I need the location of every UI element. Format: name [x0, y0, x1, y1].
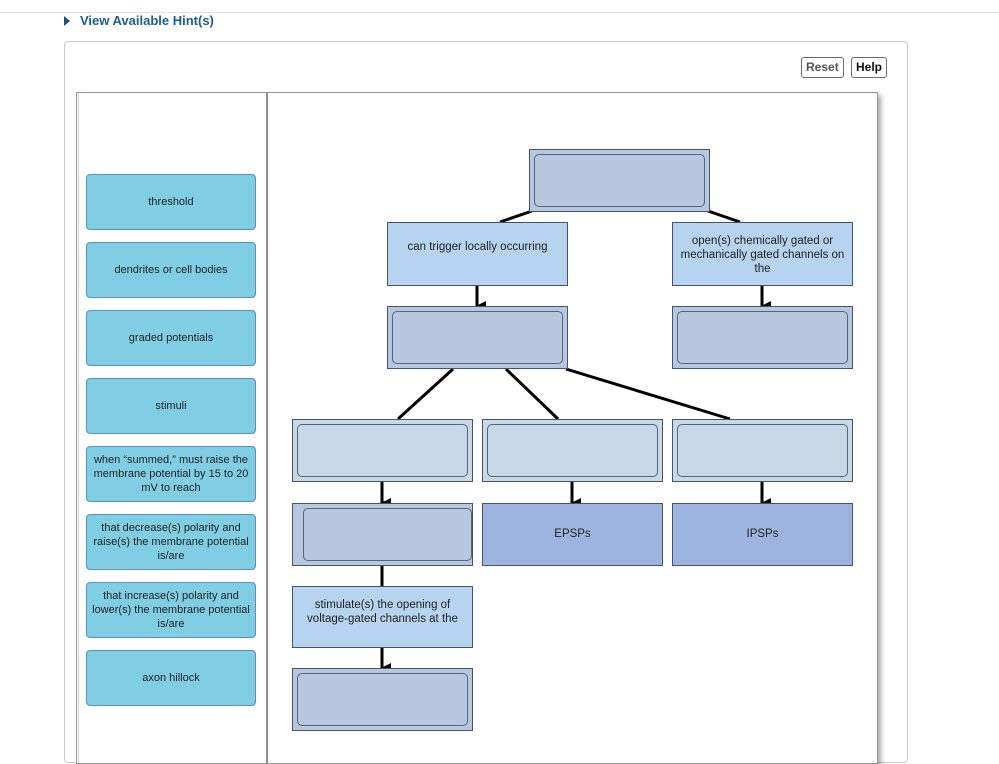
drop-zone-top[interactable] — [529, 149, 710, 212]
label-tile-summed[interactable]: when “summed,” must raise the membrane p… — [86, 446, 256, 502]
reset-button[interactable]: Reset — [801, 57, 844, 78]
label-tile-axon-hillock[interactable]: axon hillock — [86, 650, 256, 706]
view-hints-label: View Available Hint(s) — [80, 13, 214, 28]
drop-target[interactable] — [297, 673, 468, 726]
concept-map-connectors — [380, 209, 771, 673]
drop-zone-right-branch[interactable] — [672, 419, 853, 482]
connector-graded-right — [565, 367, 731, 421]
map-term-ipsps: IPSPs — [672, 503, 853, 566]
drop-zone-axon-hillock[interactable] — [292, 668, 473, 731]
map-label-can-trigger: can trigger locally occurring — [387, 222, 568, 286]
connector-top-left — [499, 209, 533, 224]
label-tile-dendrites[interactable]: dendrites or cell bodies — [86, 242, 256, 298]
drop-target[interactable] — [677, 424, 848, 477]
label-tile-threshold[interactable]: threshold — [86, 174, 256, 230]
drop-zone-middle-branch[interactable] — [482, 419, 663, 482]
triangle-right-icon — [64, 15, 70, 26]
drop-zone-graded[interactable] — [387, 306, 568, 369]
drop-target[interactable] — [677, 311, 848, 364]
drop-zone-threshold[interactable] — [292, 503, 473, 566]
word-bank-edge — [78, 93, 79, 763]
connector-graded-left — [396, 367, 455, 421]
map-label-stimulate: stimulate(s) the opening of voltage-gate… — [292, 586, 473, 648]
top-divider — [0, 12, 999, 13]
label-tile-stimuli[interactable]: stimuli — [86, 378, 256, 434]
connector-top-right — [707, 209, 741, 224]
connector-graded-middle — [504, 367, 560, 421]
drop-zone-dendrites[interactable] — [672, 306, 853, 369]
view-hints-toggle[interactable]: View Available Hint(s) — [64, 13, 214, 28]
label-tile-increase-polarity[interactable]: that increase(s) polarity and lower(s) t… — [86, 582, 256, 638]
drop-target[interactable] — [534, 154, 705, 207]
label-tile-graded-potentials[interactable]: graded potentials — [86, 310, 256, 366]
map-term-epsps: EPSPs — [482, 503, 663, 566]
help-button[interactable]: Help — [851, 57, 888, 78]
drop-zone-left-branch[interactable] — [292, 419, 473, 482]
word-bank-divider — [266, 93, 268, 763]
drop-target[interactable] — [392, 311, 563, 364]
drop-target[interactable] — [303, 508, 472, 561]
drop-target[interactable] — [487, 424, 658, 477]
label-tile-decrease-polarity[interactable]: that decrease(s) polarity and raise(s) t… — [86, 514, 256, 570]
drop-target[interactable] — [297, 424, 468, 477]
map-label-open-channels: open(s) chemically gated or mechanically… — [672, 222, 853, 286]
